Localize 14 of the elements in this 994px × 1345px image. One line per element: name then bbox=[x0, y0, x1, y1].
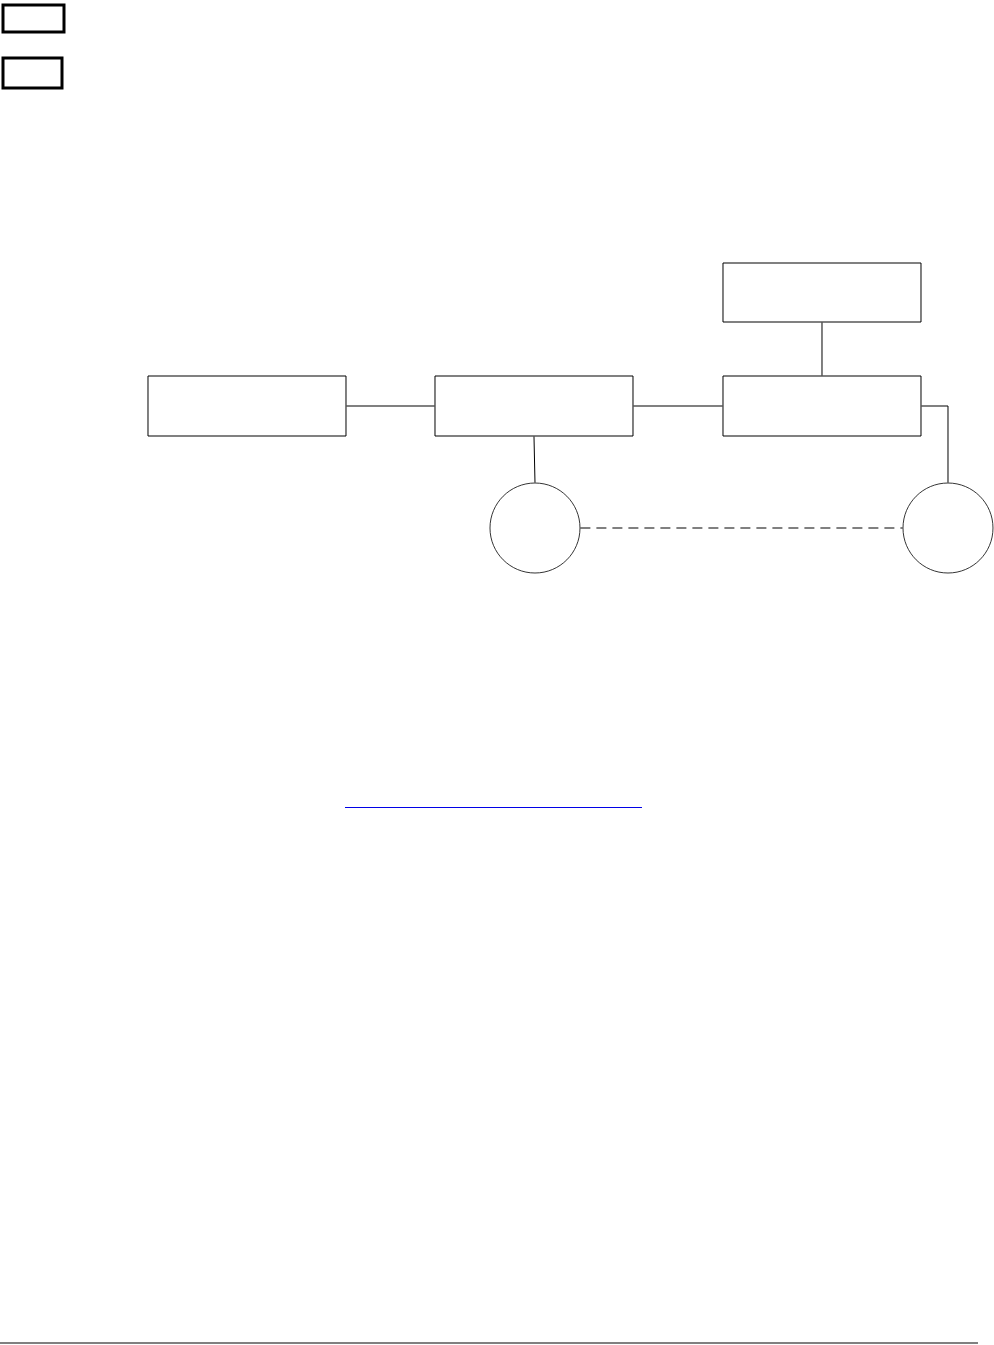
empty-box bbox=[1, 3, 66, 34]
process-box bbox=[722, 375, 922, 437]
process-box bbox=[434, 375, 634, 437]
connector-line bbox=[633, 405, 723, 407]
circle-node bbox=[489, 482, 581, 574]
dashed-connector bbox=[579, 527, 904, 529]
connector-line bbox=[346, 405, 435, 407]
process-box bbox=[722, 262, 922, 323]
empty-box bbox=[1, 56, 64, 90]
circle-node bbox=[902, 482, 994, 574]
connector-line bbox=[921, 405, 949, 484]
process-box bbox=[147, 375, 347, 437]
connector-line bbox=[533, 436, 536, 484]
connector-line bbox=[821, 322, 823, 376]
